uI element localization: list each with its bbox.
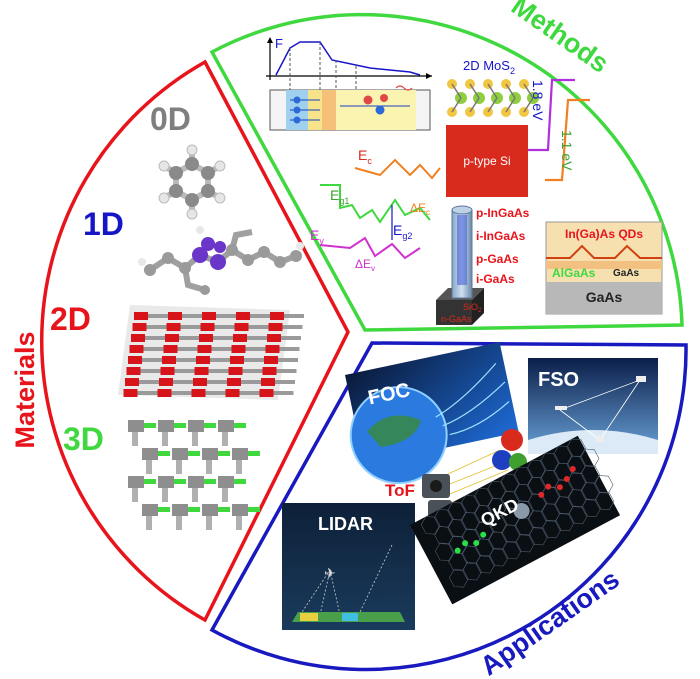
materials-section: Materials 0D 1D 2D 3D (10, 59, 350, 623)
lidar-image: LIDAR ✈ (282, 503, 415, 630)
fso-label: FSO (538, 369, 579, 391)
nanowire-base-sio2: SiO2 (463, 302, 482, 314)
3d-framework-image (128, 420, 260, 530)
qd-algaas: AlGaAs (552, 266, 596, 280)
p-type-si-block (446, 125, 528, 197)
nanowire-device: SiO2 n-GaAs p-InGaAs i-InGaAs p-GaAs i-G… (436, 205, 530, 325)
mos2-label: 2D MoS2 (463, 58, 515, 76)
nanowire-layer-2: i-InGaAs (476, 229, 526, 243)
nanowire-layer-1: p-InGaAs (476, 206, 530, 220)
label-2d: 2D (50, 301, 91, 337)
quantum-dot-stack: In(Ga)As QDs AlGaAs GaAs GaAs (545, 221, 663, 315)
applications-section: Applications FOC FSO (209, 341, 688, 679)
nanowire-layer-4: i-GaAs (476, 272, 515, 286)
photodiode-schematic (269, 85, 431, 131)
tof-image: ToF (385, 429, 527, 522)
band-ec: Ec (358, 147, 372, 166)
band-eg2: Eg2 (393, 222, 412, 241)
mos2-heterojunction: 2D MoS2 p-type Si 1.8 eV 1.1 eV (446, 58, 590, 197)
gap-18ev: 1.8 eV (530, 80, 546, 121)
band-ev: Ev (310, 227, 324, 246)
force-axis-label: F (275, 36, 283, 51)
force-plot: F (266, 36, 432, 92)
band-diagram: Ec Eg1 Ev Eg2 ΔEc ΔEv (310, 147, 441, 273)
layered-framework-image (118, 305, 304, 400)
lidar-label: LIDAR (318, 514, 373, 534)
qkd-image: QKD (410, 435, 621, 605)
nanowire-layer-3: p-GaAs (476, 252, 519, 266)
tof-label: ToF (385, 481, 415, 500)
label-0d: 0D (150, 101, 191, 137)
fso-image: FSO (528, 358, 658, 454)
methods-section: Methods F 2D Mo (209, 0, 684, 332)
qd-gaas-small: GaAs (613, 268, 640, 279)
label-1d: 1D (83, 206, 124, 242)
foc-image: FOC (345, 342, 519, 485)
band-dec: ΔEc (410, 201, 430, 217)
chain-molecule-image (138, 226, 304, 295)
nanowire-base-ngaas: n-GaAs (441, 314, 472, 324)
drone-icon: ✈ (324, 565, 336, 581)
qd-substrate: GaAs (586, 289, 623, 305)
qd-title: In(Ga)As QDs (565, 227, 643, 241)
si-label: p-type Si (463, 154, 510, 168)
gap-11ev: 1.1 eV (559, 130, 575, 171)
label-3d: 3D (63, 421, 104, 457)
benzene-molecule-image (158, 144, 226, 220)
materials-title: Materials (10, 331, 40, 448)
band-dev: ΔEv (355, 257, 375, 273)
band-eg1: Eg1 (330, 187, 349, 206)
